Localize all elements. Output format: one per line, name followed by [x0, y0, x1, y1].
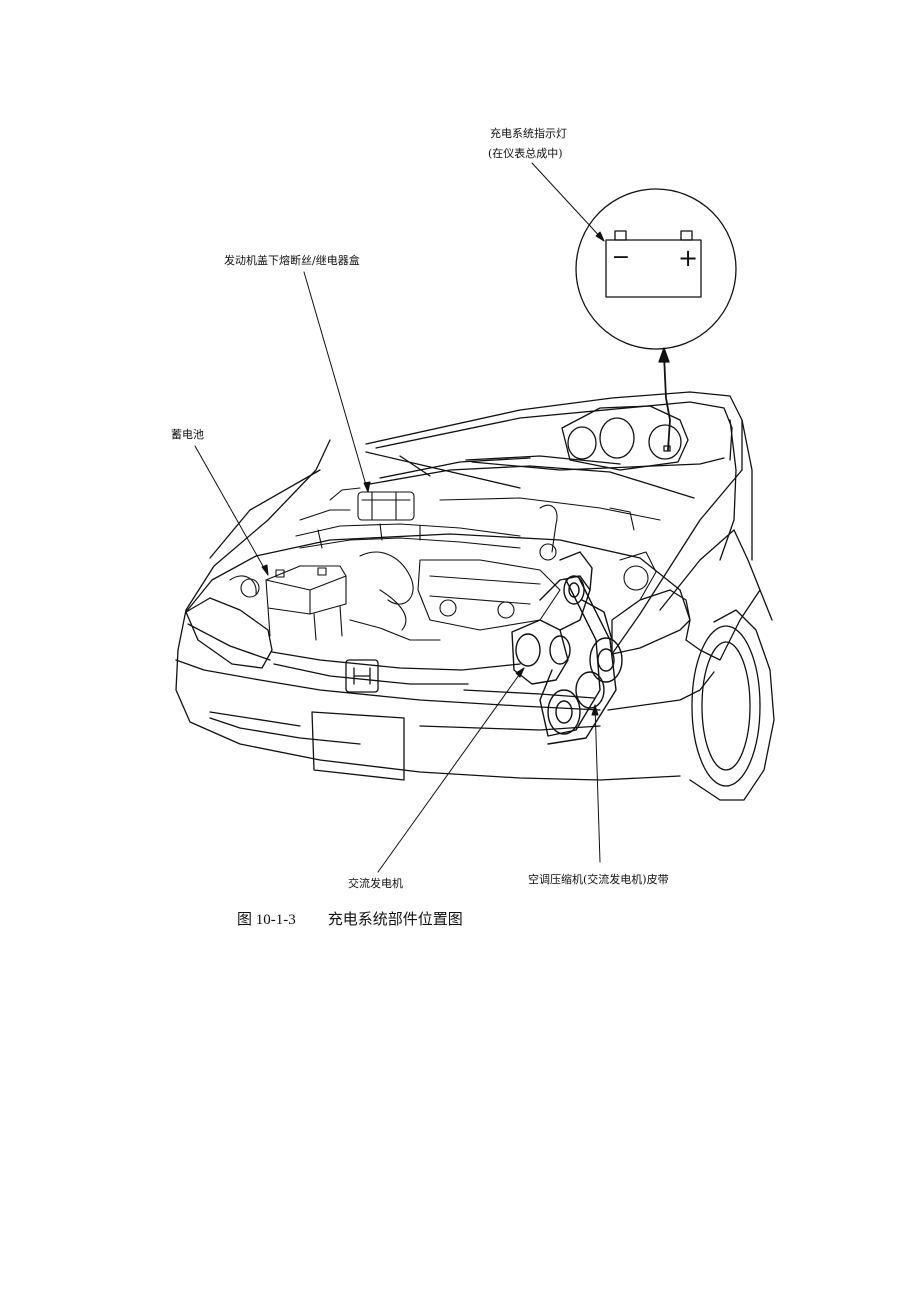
alternator [511, 619, 569, 685]
engine-bay [229, 487, 661, 641]
fuse-box-label: 发动机盖下熔断丝/继电器盒 [224, 254, 360, 267]
pulley [589, 637, 623, 683]
left-headlight [185, 597, 273, 669]
battery-label: 蓄电池 [171, 428, 204, 441]
indicator-label-line2: (在仪表总成中) [488, 147, 563, 160]
alternator-belt-assembly [511, 551, 623, 745]
figure-caption: 图 10-1-3 充电系统部件位置图 [237, 910, 463, 929]
engine-cover [417, 559, 561, 631]
license-plate [311, 711, 405, 781]
plus-sign: + [678, 244, 698, 272]
front-wheel [691, 625, 761, 787]
indicator-zoom-circle [575, 188, 737, 350]
minus-sign: − [612, 245, 630, 270]
figure-number: 图 10-1-3 [237, 912, 296, 928]
leader-lines [194, 162, 605, 873]
belt-label: 空调压缩机(交流发电机)皮带 [528, 873, 669, 886]
alternator-label: 交流发电机 [348, 877, 403, 890]
figure-title: 充电系统部件位置图 [327, 910, 463, 928]
indicator-arrow [658, 347, 671, 451]
battery [265, 565, 347, 615]
fuse-relay-box [357, 491, 415, 521]
fuse-box-leader-line [303, 271, 369, 493]
grille [271, 651, 521, 671]
indicator-label-line1: 充电系统指示灯 [490, 127, 567, 140]
car-body [175, 391, 775, 801]
emblem [345, 659, 379, 693]
battery-indicator-icon [605, 239, 702, 298]
indicator-leader-line [531, 162, 605, 242]
instrument-cluster [561, 405, 689, 471]
alternator-leader-line [377, 667, 525, 873]
battery-leader-line [194, 445, 269, 576]
drive-belt [539, 579, 601, 737]
belt-leader-line [594, 704, 601, 863]
right-headlight [611, 589, 691, 655]
